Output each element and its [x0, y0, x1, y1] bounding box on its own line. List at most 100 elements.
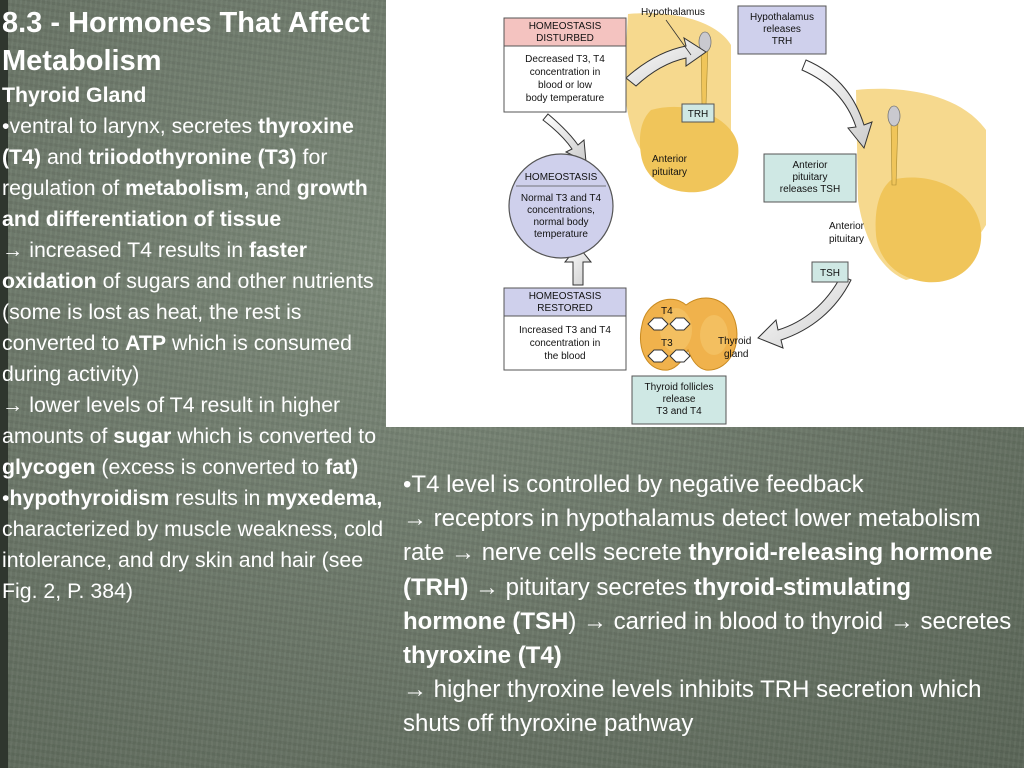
- box-text: concentrations,: [527, 205, 595, 216]
- box-text: Increased T3 and T4: [519, 325, 611, 336]
- label-trh-box: [681, 103, 715, 123]
- box-pituitary-releases: [763, 153, 857, 203]
- label-anterior-pituitary: Anterior: [829, 221, 865, 232]
- text-run: and: [249, 176, 297, 200]
- text-run: receptors in hypothalamus detect lower m…: [403, 505, 981, 567]
- bold-term-t4: thyroxine (T4): [2, 114, 354, 169]
- box-text: HOMEOSTASIS: [529, 21, 602, 32]
- label-tsh-box: [811, 261, 849, 283]
- label-anterior-pituitary: pituitary: [652, 167, 687, 178]
- text-run: which is consumed during activity): [2, 331, 352, 386]
- pituitary-shape-left: [639, 106, 739, 193]
- arrow-icon: →: [403, 676, 427, 704]
- box-disturbed-header: [503, 17, 627, 47]
- feedback-diagram: Hypothalamus Hypothalamus releases TRH H…: [386, 0, 1024, 427]
- arrow-icon: →: [2, 238, 24, 262]
- arrow-icon: →: [583, 607, 607, 635]
- text-run: higher thyroxine levels inhibits TRH sec…: [403, 676, 982, 738]
- left-text-column: 8.3 - Hormones That Affect Metabolism Th…: [2, 4, 384, 607]
- box-text: the blood: [544, 351, 585, 362]
- pituitary-shape-right: [875, 177, 982, 283]
- homeostasis-circle: [508, 153, 614, 259]
- neuron-right: [887, 105, 901, 127]
- box-text: release: [663, 394, 696, 405]
- box-restored-body: [503, 315, 627, 371]
- bold-term-trh: thyroid-releasing hormone (TRH): [403, 539, 993, 601]
- label-hypothalamus: Hypothalamus: [641, 7, 705, 18]
- box-text: Hypothalamus: [750, 12, 814, 23]
- box-thyroid-follicles: [631, 375, 727, 425]
- box-restored-header: [503, 287, 627, 317]
- right-text-block: •T4 level is controlled by negative feed…: [403, 468, 1015, 742]
- bold-term-atp: ATP: [125, 331, 167, 355]
- text-run: carried in blood to thyroid: [607, 607, 890, 635]
- text-run: secretes: [913, 607, 1012, 635]
- thyroid-lobe-detail: [700, 315, 728, 355]
- box-text: Thyroid follicles: [645, 382, 714, 393]
- arrow-to-hypothalamus: [625, 36, 707, 87]
- label-thyroid-gland: Thyroid: [718, 336, 751, 347]
- t4-molecule-icon: [647, 317, 691, 331]
- left-edge-shadow: [0, 0, 8, 768]
- text-run: lower levels of T4 result in higher amou…: [2, 393, 341, 448]
- text-run: (excess is converted to: [95, 455, 326, 479]
- text-run: which is converted to: [171, 424, 377, 448]
- box-text: temperature: [534, 229, 588, 240]
- diagram-svg: Hypothalamus Hypothalamus releases TRH H…: [503, 5, 986, 425]
- label-anterior-pituitary: Anterior: [652, 154, 688, 165]
- box-text: HOMEOSTASIS: [525, 172, 598, 183]
- label-t3: T3: [661, 338, 673, 349]
- box-text: TRH: [772, 36, 793, 47]
- paragraph-lower-t4: → lower levels of T4 result in higher am…: [2, 390, 384, 483]
- text-run: pituitary secretes: [498, 573, 694, 601]
- arrow-icon: →: [889, 607, 914, 635]
- bold-term-fat: fat): [325, 455, 359, 479]
- arrow-icon: →: [403, 505, 427, 533]
- label-t4: T4: [661, 306, 673, 317]
- text-run: •: [2, 486, 10, 510]
- bold-term-glycogen: glycogen: [2, 455, 96, 479]
- box-text: releases: [763, 24, 801, 35]
- slide-subtitle: Thyroid Gland: [2, 83, 147, 107]
- box-text: releases TSH: [780, 184, 840, 195]
- box-text: normal body: [533, 217, 588, 228]
- bold-term-growth: growth and differentiation of tissue: [2, 176, 368, 231]
- t3-molecule-icon: [647, 349, 691, 363]
- text-run: •ventral to larynx, secretes: [2, 114, 259, 138]
- paragraph-increased-t4: → increased T4 results in faster oxidati…: [2, 235, 384, 390]
- text-run: results in: [169, 486, 267, 510]
- paragraph-thyroid-secretes: •ventral to larynx, secretes thyroxine (…: [2, 111, 384, 235]
- label-tsh: TSH: [820, 268, 840, 279]
- arrow-to-right-pituitary: [801, 59, 873, 150]
- text-run: nerve cells secrete: [475, 539, 689, 567]
- leader-line: [665, 19, 692, 56]
- box-text: pituitary: [792, 172, 827, 183]
- box-text: T3 and T4: [656, 406, 702, 417]
- text-run: increased T4 results in: [23, 238, 249, 262]
- bold-term-thyroxine: thyroxine (T4): [403, 642, 562, 670]
- bold-term-sugar: sugar: [113, 424, 172, 448]
- bold-term-tsh: thyroid-stimulating hormone (TSH: [403, 573, 912, 635]
- label-thyroid-gland: gland: [724, 349, 748, 360]
- arrow-to-thyroid: [757, 275, 852, 349]
- label-anterior-pituitary: pituitary: [829, 234, 864, 245]
- paragraph-negative-feedback: •T4 level is controlled by negative feed…: [403, 468, 1015, 742]
- box-hypothalamus-releases: [737, 5, 827, 55]
- slide-title: 8.3 - Hormones That Affect Metabolism: [2, 7, 370, 77]
- box-text: concentration in: [530, 338, 601, 349]
- text-run: of sugars and other nutrients (some is l…: [2, 269, 374, 355]
- bold-term-myxedema: myxedema,: [266, 486, 383, 510]
- box-text: DISTURBED: [536, 33, 594, 44]
- arrow-icon: →: [2, 393, 24, 417]
- box-disturbed-body: [503, 45, 627, 113]
- box-text: concentration in: [530, 67, 601, 78]
- label-trh: TRH: [688, 109, 709, 120]
- box-text: Decreased T3, T4: [525, 54, 605, 65]
- bold-term-t3: triiodothyronine (T3): [88, 145, 297, 169]
- box-text: body temperature: [526, 93, 605, 104]
- bold-term-oxidation: faster oxidation: [2, 238, 308, 293]
- box-text: HOMEOSTASIS: [529, 291, 602, 302]
- text-run: for regulation of: [2, 145, 328, 200]
- text-run: and: [41, 145, 89, 169]
- text-run: characterized by muscle weakness, cold i…: [2, 517, 384, 603]
